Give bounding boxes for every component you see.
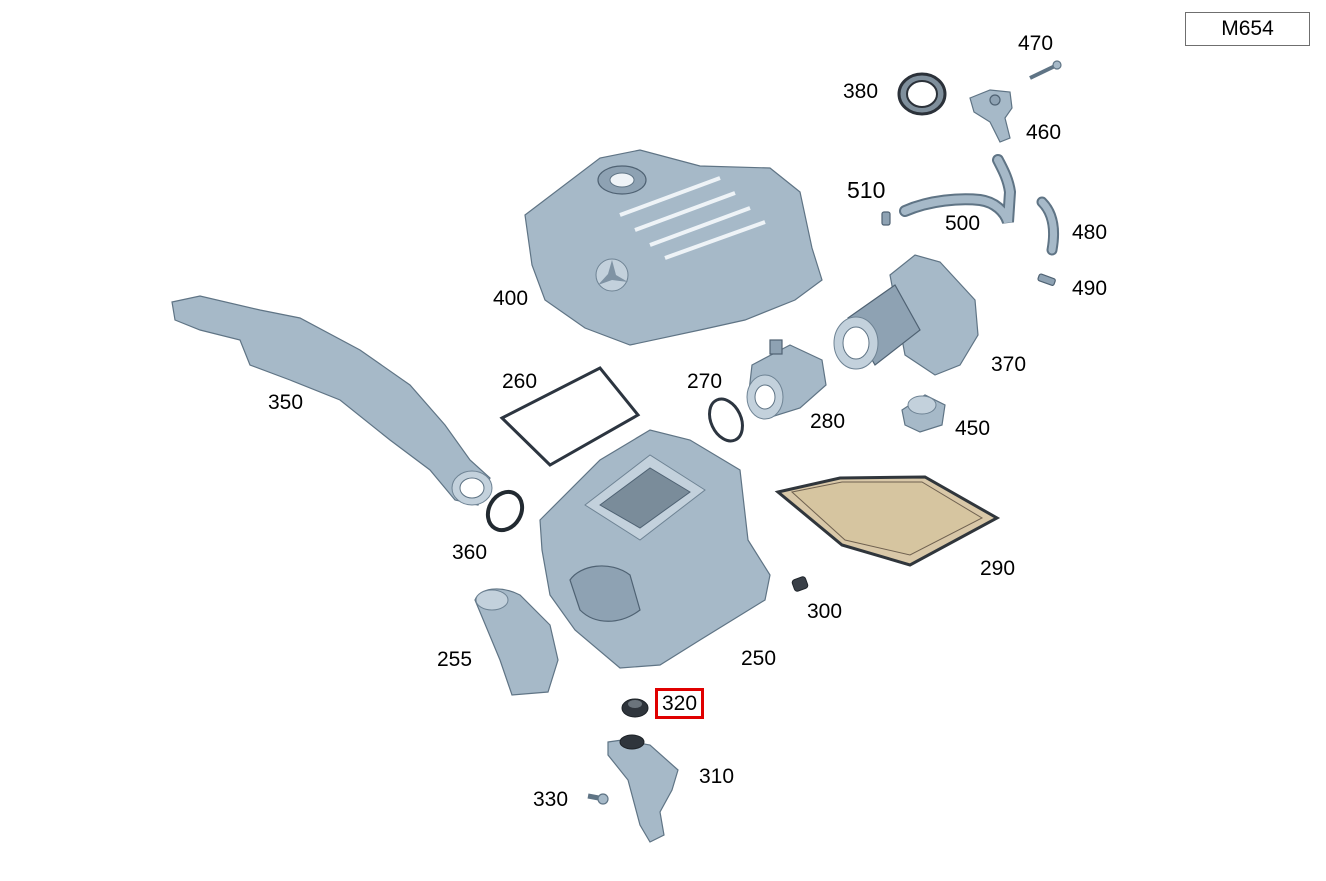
part-490-clip: [1037, 273, 1056, 286]
callout-270[interactable]: 270: [687, 370, 723, 393]
part-400-engine-cover: [524, 149, 823, 346]
callout-480[interactable]: 480: [1072, 221, 1108, 244]
part-280-maf-sensor: [746, 339, 827, 420]
part-360-ring: [485, 489, 525, 533]
callout-280[interactable]: 280: [810, 410, 846, 433]
part-260-gasket: [499, 366, 641, 467]
callout-490[interactable]: 490: [1072, 277, 1108, 300]
part-320-grommet: [621, 698, 649, 718]
callout-260[interactable]: 260: [502, 370, 538, 393]
callout-400[interactable]: 400: [493, 287, 529, 310]
callout-380[interactable]: 380: [843, 80, 879, 103]
part-270-oring: [708, 397, 744, 443]
part-350-air-duct: [171, 295, 493, 506]
callout-510[interactable]: 510: [847, 177, 886, 203]
callout-330[interactable]: 330: [533, 788, 569, 811]
part-470-bolt: [1029, 60, 1062, 80]
part-500-hose: [899, 154, 1017, 225]
callout-310[interactable]: 310: [699, 765, 735, 788]
callout-460[interactable]: 460: [1026, 121, 1062, 144]
part-460-sensor: [969, 89, 1013, 143]
part-450-elbow: [901, 394, 946, 433]
part-330-screw: [587, 793, 609, 805]
callout-450[interactable]: 450: [955, 417, 991, 440]
callout-300[interactable]: 300: [807, 600, 843, 623]
callout-290[interactable]: 290: [980, 557, 1016, 580]
part-255-duct: [474, 588, 559, 696]
callout-360[interactable]: 360: [452, 541, 488, 564]
callout-500[interactable]: 500: [945, 212, 981, 235]
callout-250[interactable]: 250: [741, 647, 777, 670]
callout-255[interactable]: 255: [437, 648, 473, 671]
part-290-air-filter: [774, 475, 1001, 567]
part-510-clip: [881, 211, 891, 226]
callout-470[interactable]: 470: [1018, 32, 1054, 55]
variant-label-box: M654: [1185, 12, 1310, 46]
callout-320-highlighted[interactable]: 320: [655, 688, 705, 719]
part-250-airbox: [539, 429, 771, 669]
part-370-intake-housing: [833, 254, 979, 376]
part-300-grommet: [791, 576, 809, 592]
part-380-ring: [897, 72, 947, 116]
part-480-hose: [1036, 196, 1060, 256]
callout-350[interactable]: 350: [268, 391, 304, 414]
callout-370[interactable]: 370: [991, 353, 1027, 376]
part-310-bracket: [607, 734, 679, 843]
